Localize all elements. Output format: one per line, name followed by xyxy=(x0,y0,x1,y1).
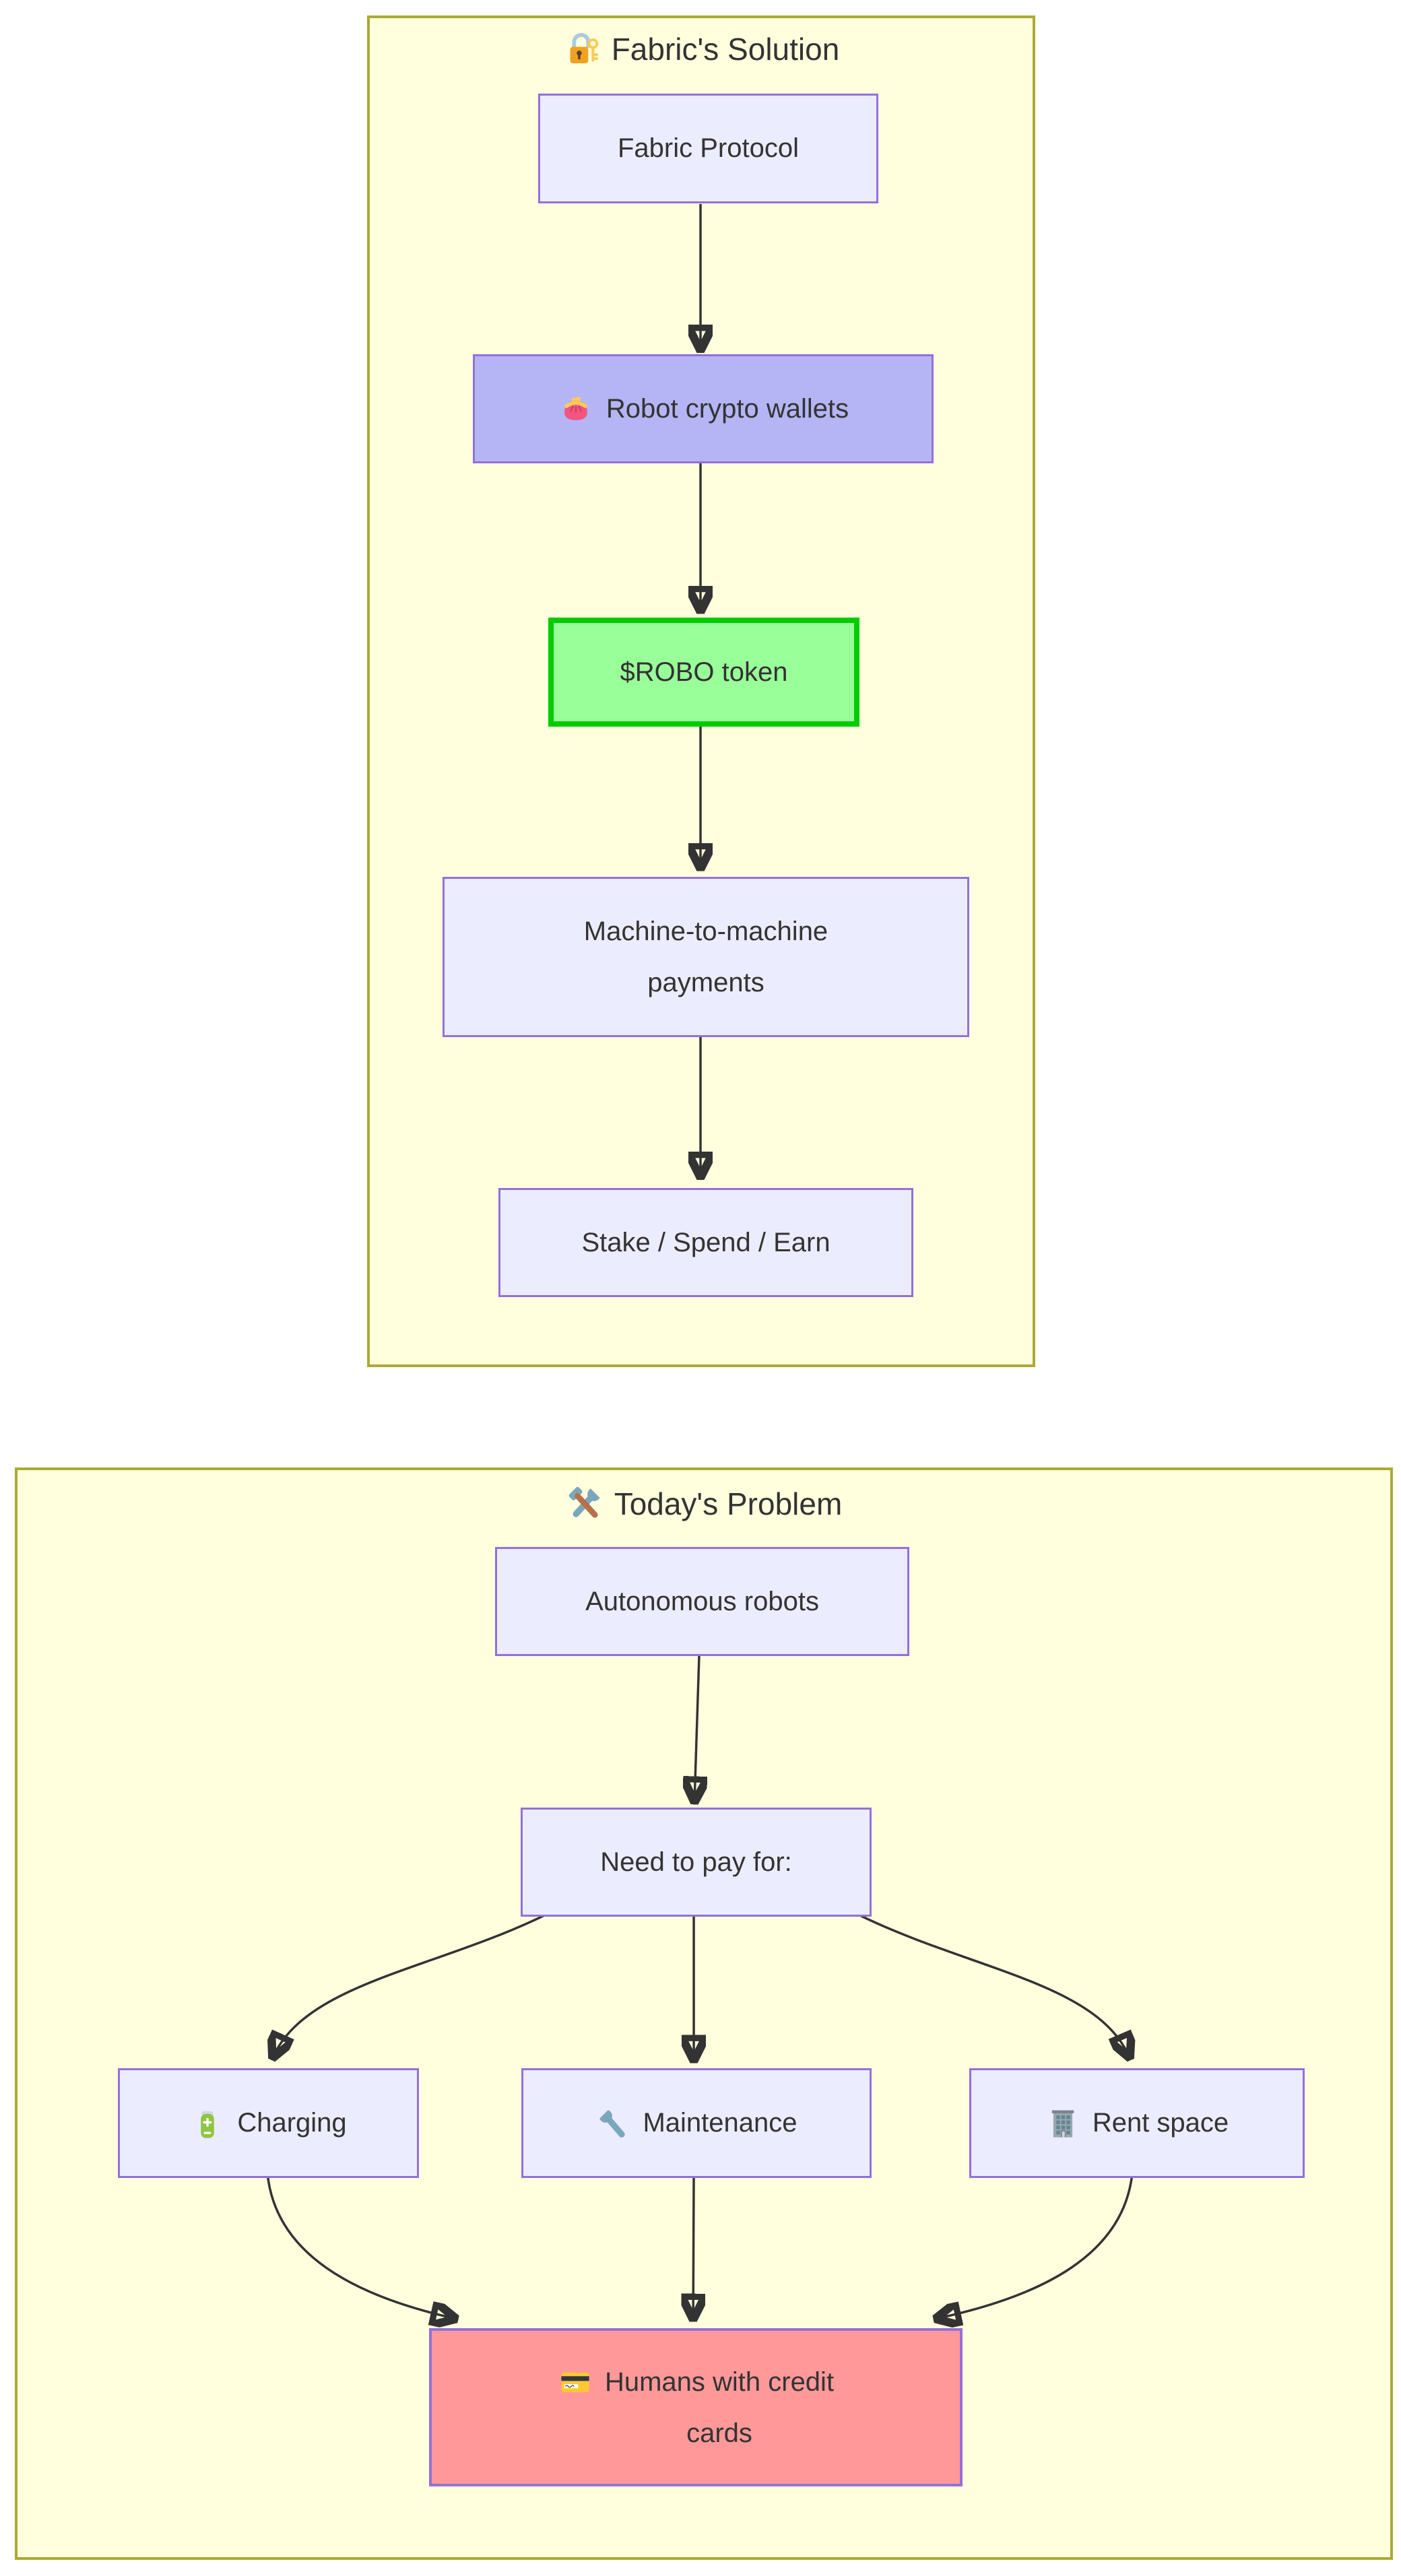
node-need-to-pay-for: Need to pay for: xyxy=(521,1808,872,1917)
wrench-icon xyxy=(595,2105,626,2138)
cluster-title-text: Fabric's Solution xyxy=(611,32,840,67)
edge-charging-to-humans xyxy=(266,2174,455,2319)
cluster-title-fabrics-solution: Fabric's Solution xyxy=(370,30,1033,68)
node-label: Maintenance xyxy=(643,2108,797,2138)
hammer-and-wrench-icon xyxy=(568,1485,604,1518)
edge-robots-to-pay xyxy=(694,1655,699,1802)
node-stake-spend-earn: Stake / Spend / Earn xyxy=(498,1188,913,1297)
node-label: Autonomous robots xyxy=(585,1586,819,1616)
node-label: Robot crypto wallets xyxy=(606,393,849,424)
purse-icon xyxy=(564,397,587,420)
node-fabric-protocol: Fabric Protocol xyxy=(538,94,878,203)
node-label: Fabric Protocol xyxy=(618,133,799,163)
locked-with-key-icon xyxy=(570,33,598,63)
edge-pay-to-rent xyxy=(857,1913,1130,2057)
node-humans-with-credit-cards: Humans with credit cards xyxy=(429,2328,963,2486)
solution-edges-layer xyxy=(370,203,1033,1364)
node-autonomous-robots: Autonomous robots xyxy=(495,1547,909,1656)
cluster-title-text: Today's Problem xyxy=(614,1486,843,1521)
node-machine-to-machine-payments: Machine-to-machine payments xyxy=(443,877,969,1037)
node-charging: Charging xyxy=(118,2068,419,2178)
cluster-title-todays-problem: Today's Problem xyxy=(18,1485,1390,1523)
battery-icon xyxy=(201,2111,215,2138)
office-building-icon xyxy=(1051,2110,1074,2138)
edge-pay-to-charging xyxy=(273,1913,547,2057)
edge-rent-to-humans xyxy=(936,2174,1134,2319)
node-rent-space: Rent space xyxy=(969,2068,1305,2178)
node-label: $ROBO token xyxy=(620,657,788,687)
node-maintenance: Maintenance xyxy=(521,2068,872,2178)
node-label: Humans with credit cards xyxy=(604,2367,835,2448)
node-label: Need to pay for: xyxy=(600,1847,792,1877)
node-label: Machine-to-machine payments xyxy=(583,917,828,997)
node-robo-token: $ROBO token xyxy=(548,618,859,727)
node-label: Rent space xyxy=(1092,2108,1229,2138)
problem-edges-layer xyxy=(266,1655,1390,2557)
node-label: Charging xyxy=(237,2108,347,2138)
node-label: Stake / Spend / Earn xyxy=(581,1227,830,1257)
cluster-todays-problem: Today's Problem Autonomous robots Need t… xyxy=(15,1467,1393,2560)
node-robot-crypto-wallets: Robot crypto wallets xyxy=(473,354,934,463)
cluster-fabrics-solution: Fabric's Solution Fabric Protocol Robot … xyxy=(367,15,1035,1367)
edge-maintenance-to-humans xyxy=(693,2174,694,2319)
credit-card-icon xyxy=(561,2372,589,2392)
